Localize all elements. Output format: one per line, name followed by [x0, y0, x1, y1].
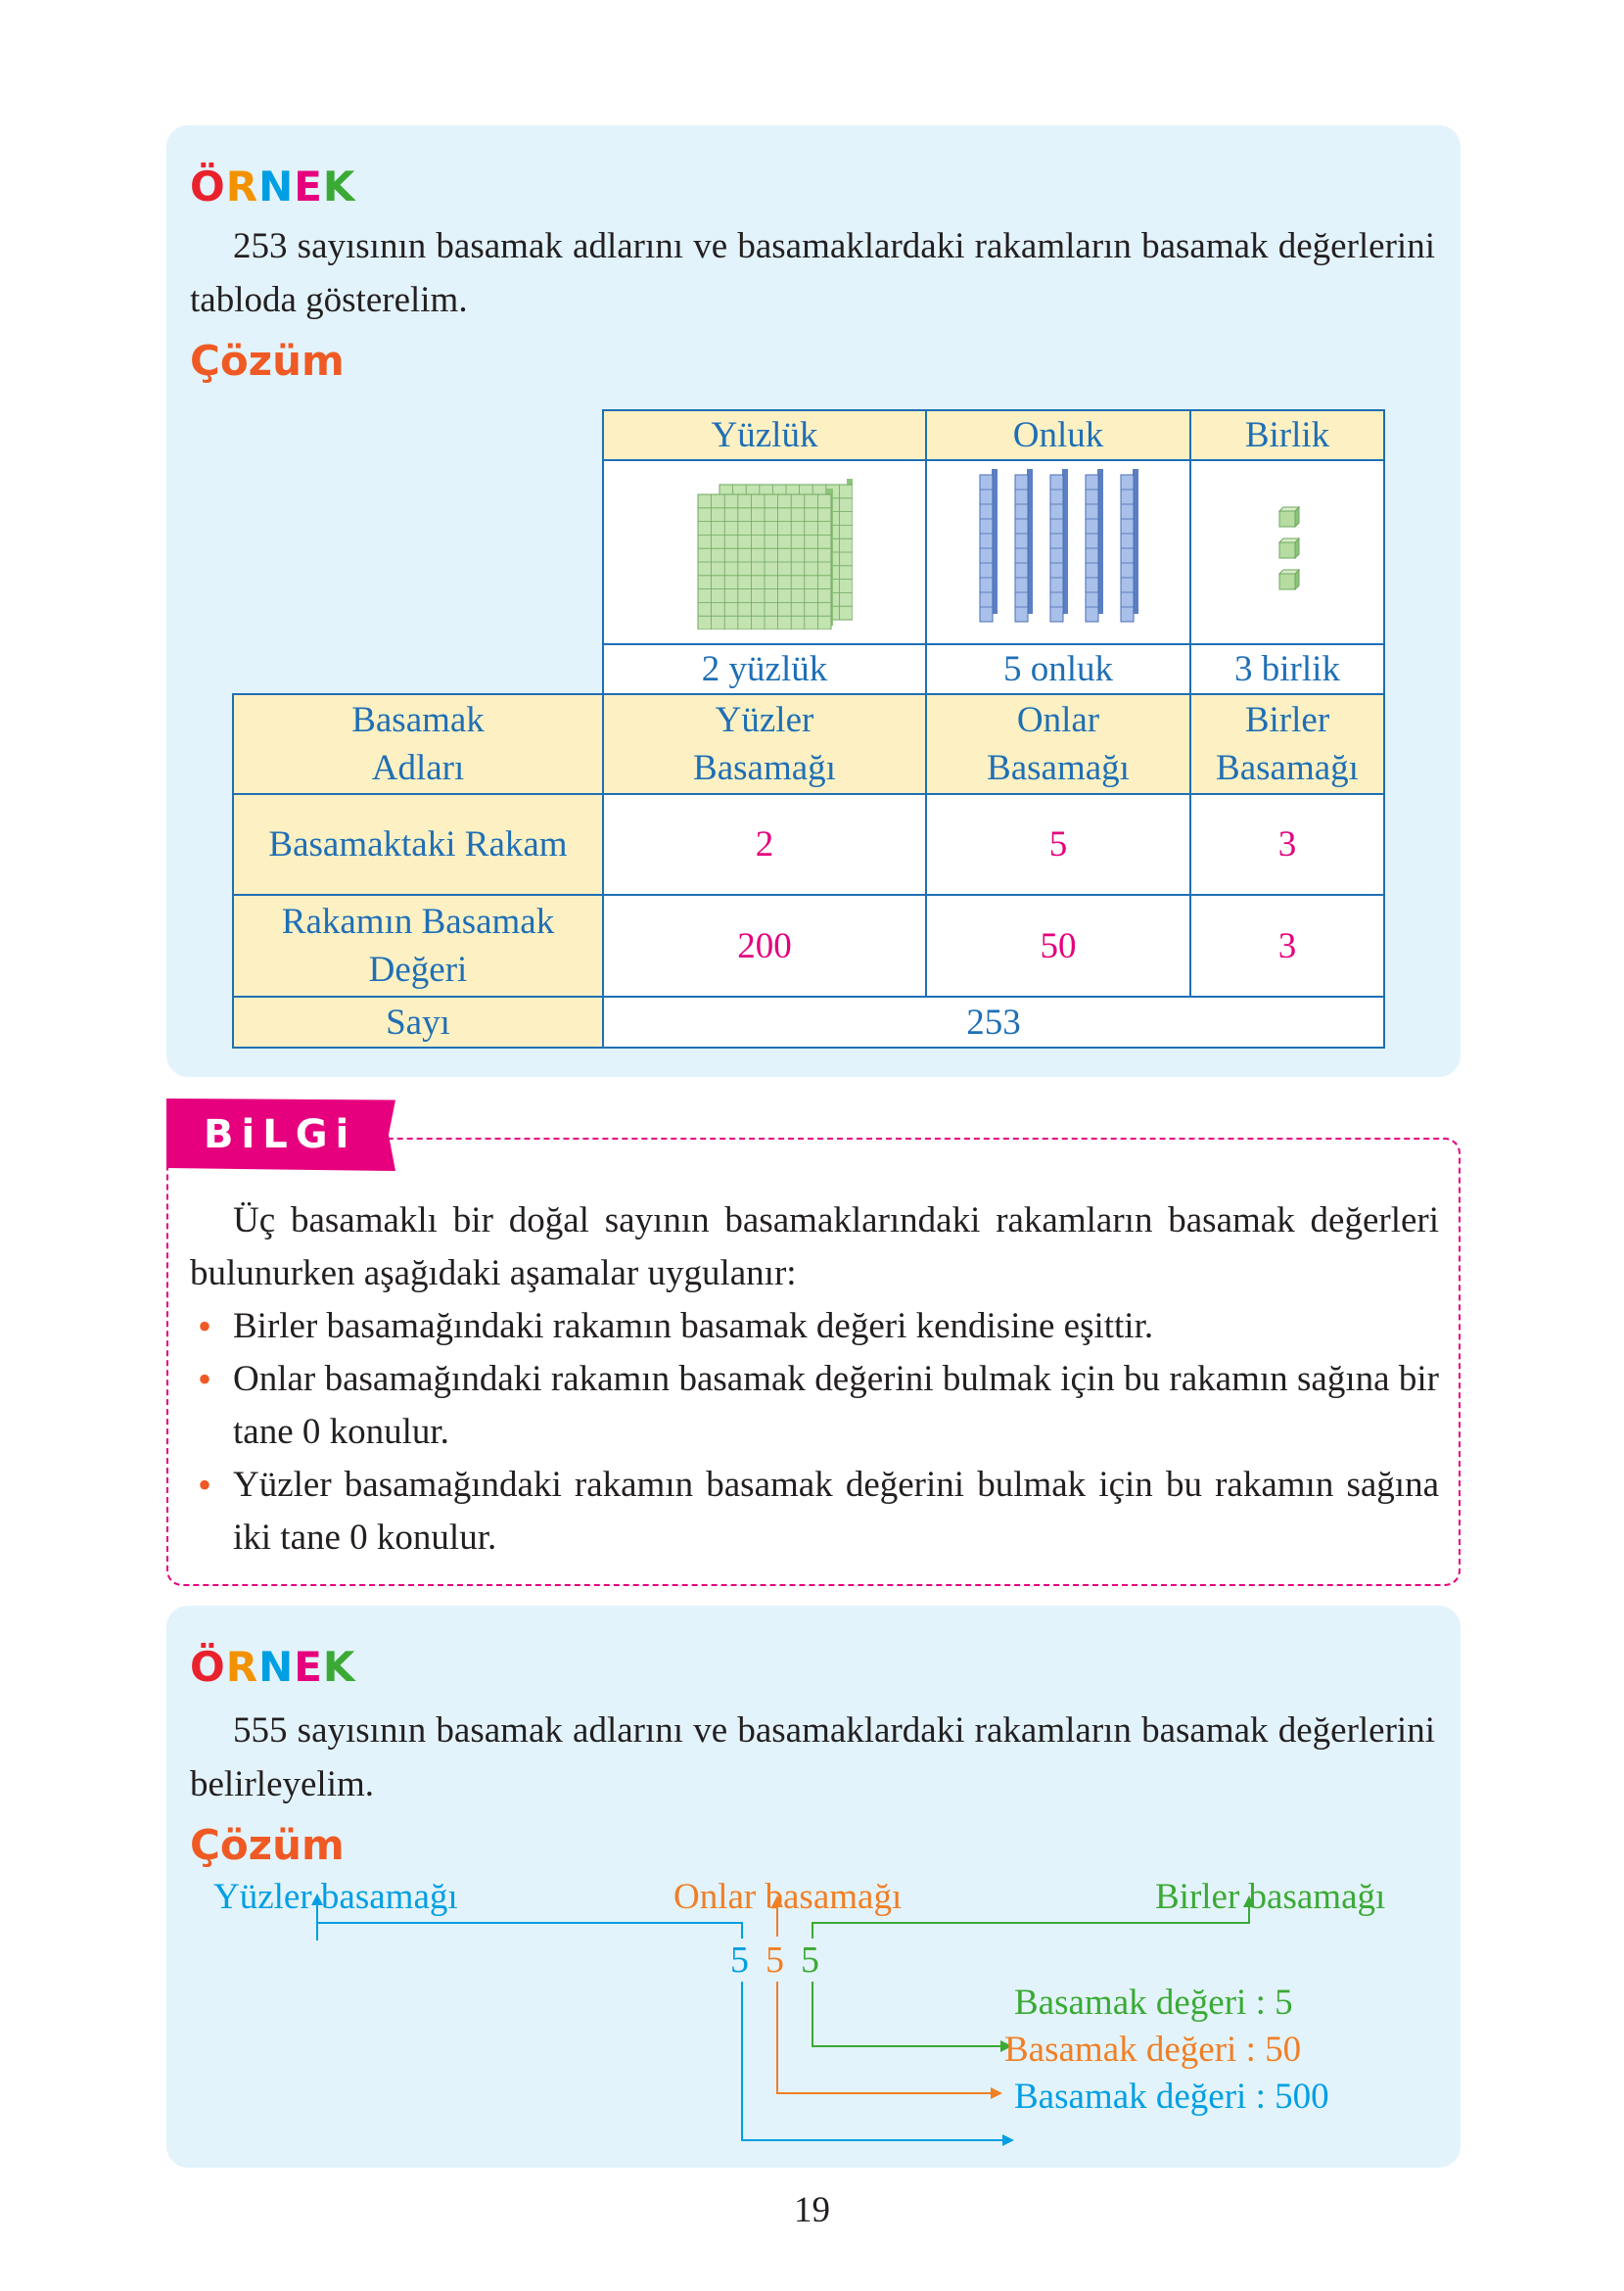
solution-label: Çözüm	[190, 337, 345, 385]
info-tab-label: BiLGi	[166, 1099, 395, 1171]
badge-letter: Ö	[190, 163, 226, 210]
info-bullet: •Yüzler basamağındaki rakamın basamak de…	[190, 1459, 1439, 1565]
example-panel-2: ÖRNEK 555 sayısının basamak adlarını ve …	[166, 1606, 1461, 2168]
count-ones: 3 birlik	[1189, 643, 1385, 695]
solution-label: Çözüm	[190, 1821, 345, 1869]
row-label-number: Sayı	[232, 996, 604, 1049]
hundreds-value-connector	[741, 1982, 1004, 2141]
bullet-dot-icon: •	[198, 1304, 212, 1348]
badge-letter: N	[258, 163, 295, 210]
tens-value-connector	[776, 1982, 993, 2094]
column-header-tens: Onluk	[925, 409, 1191, 461]
number-value: 253	[602, 996, 1385, 1049]
hundreds-blocks-cell	[602, 459, 927, 645]
digit-tens: 5	[766, 1940, 784, 1981]
digit-tens: 5	[925, 793, 1191, 896]
count-hundreds: 2 yüzlük	[602, 643, 927, 695]
tens-rod-blocks	[979, 468, 1138, 622]
badge-letter: R	[225, 1643, 259, 1691]
hundred-flat	[697, 488, 833, 630]
badge-letter: R	[225, 163, 259, 210]
info-bullet-list: •Birler basamağındaki rakamın basamak de…	[190, 1300, 1439, 1565]
ones-value-connector	[812, 1982, 1002, 2047]
ten-rod	[1014, 468, 1033, 622]
ten-rod	[1120, 468, 1138, 622]
arrowhead-icon	[1000, 2040, 1012, 2052]
digit-hundreds: 2	[602, 793, 927, 896]
ten-rod	[1049, 468, 1068, 622]
badge-letter: K	[322, 163, 356, 210]
ones-place-value: Basamak değeri : 5	[1014, 1983, 1293, 2023]
badge-letter: K	[322, 1643, 356, 1691]
count-tens: 5 onluk	[925, 643, 1191, 695]
tens-place-label: Onlar basamağı	[673, 1877, 903, 1917]
info-box: Üç basamaklı bir doğal sayının basamakla…	[166, 1138, 1461, 1586]
digit-ones: 3	[1189, 793, 1385, 896]
ones-unit-cubes	[1277, 505, 1301, 590]
hundreds-flat-blocks	[697, 478, 855, 630]
badge-letter: E	[294, 163, 323, 210]
column-header-ones: Birlik	[1189, 409, 1385, 461]
hundreds-label-connector	[316, 1922, 743, 1940]
example-panel-1: ÖRNEK 253 sayısının basamak adlarını ve …	[166, 125, 1461, 1077]
badge-letter: Ö	[190, 1643, 226, 1691]
one-cube	[1277, 568, 1301, 590]
example-badge: ÖRNEK	[190, 163, 355, 210]
ones-label-connector	[812, 1905, 1250, 1939]
hundreds-place-value: Basamak değeri : 500	[1014, 2077, 1329, 2117]
page-number: 19	[794, 2190, 830, 2230]
arrowhead-icon	[1002, 2134, 1014, 2146]
arrowhead-icon	[991, 2087, 1002, 2099]
row-label-place-names: Basamak Adları	[232, 693, 604, 795]
badge-letter: E	[294, 1643, 323, 1691]
arrowhead-icon	[771, 1895, 783, 1907]
diagram-arrows	[311, 1894, 1255, 2146]
value-hundreds: 200	[602, 894, 927, 998]
hundreds-place-label: Yüzler basamağı	[213, 1877, 458, 1917]
example-question: 555 sayısının basamak adlarını ve basama…	[190, 1710, 1435, 1804]
row-label-place-value: Rakamın Basamak Değeri	[232, 894, 604, 998]
info-intro: Üç basamaklı bir doğal sayının basamakla…	[190, 1200, 1439, 1293]
place-name-hundreds: Yüzler Basamağı	[602, 693, 927, 795]
bullet-dot-icon: •	[198, 1463, 212, 1507]
ten-rod	[1085, 468, 1103, 622]
arrowhead-icon	[311, 1894, 323, 1905]
arrowhead-icon	[1243, 1895, 1255, 1907]
place-name-tens: Onlar Basamağı	[925, 693, 1191, 795]
tens-place-value: Basamak değeri : 50	[1004, 2030, 1302, 2070]
info-bullet: •Birler basamağındaki rakamın basamak de…	[190, 1300, 1439, 1353]
one-cube	[1277, 537, 1301, 559]
place-value-diagram	[311, 1894, 1255, 2146]
value-ones: 3	[1189, 894, 1385, 998]
example-question: 253 sayısının basamak adlarını ve basama…	[190, 226, 1435, 320]
digit-hundreds: 5	[730, 1940, 749, 1981]
ten-rod	[979, 468, 998, 622]
bullet-dot-icon: •	[198, 1357, 212, 1401]
tens-blocks-cell	[925, 459, 1191, 645]
place-value-table: Yüzlük Onluk Birlik 2 yüzlük 5 onluk 3 b…	[232, 409, 1385, 1049]
info-bullet: •Onlar basamağındaki rakamın basamak değ…	[190, 1353, 1439, 1459]
ones-place-label: Birler basamağı	[1155, 1877, 1386, 1917]
ones-blocks-cell	[1189, 459, 1385, 645]
column-header-hundreds: Yüzlük	[602, 409, 927, 461]
one-cube	[1277, 505, 1301, 528]
badge-letter: N	[258, 1643, 295, 1691]
value-tens: 50	[925, 894, 1191, 998]
digit-ones: 5	[801, 1940, 819, 1981]
row-label-digit: Basamaktaki Rakam	[232, 793, 604, 896]
place-name-ones: Birler Basamağı	[1189, 693, 1385, 795]
example-badge: ÖRNEK	[190, 1643, 355, 1691]
